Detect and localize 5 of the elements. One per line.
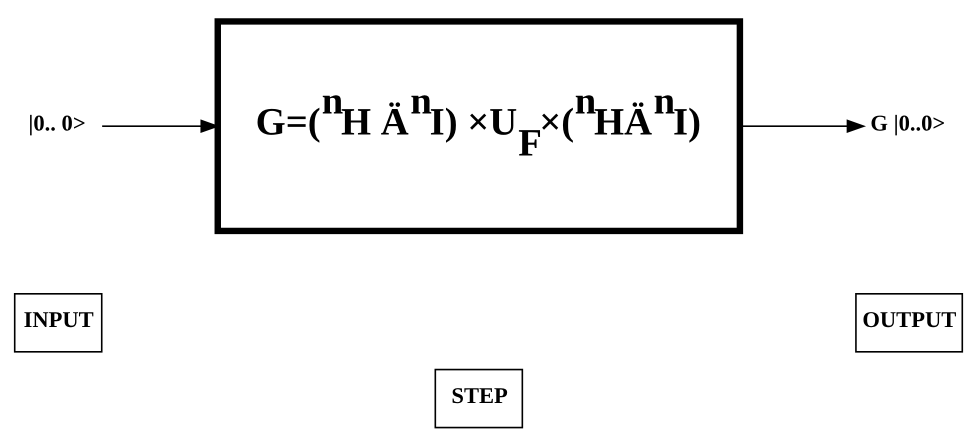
node-box: OUTPUT [855,292,964,352]
node-text: |0.. 0> [28,110,86,136]
node-text: G |0..0> [870,110,946,136]
node-box: INPUT [14,292,103,352]
node-box: STEP [434,368,524,428]
